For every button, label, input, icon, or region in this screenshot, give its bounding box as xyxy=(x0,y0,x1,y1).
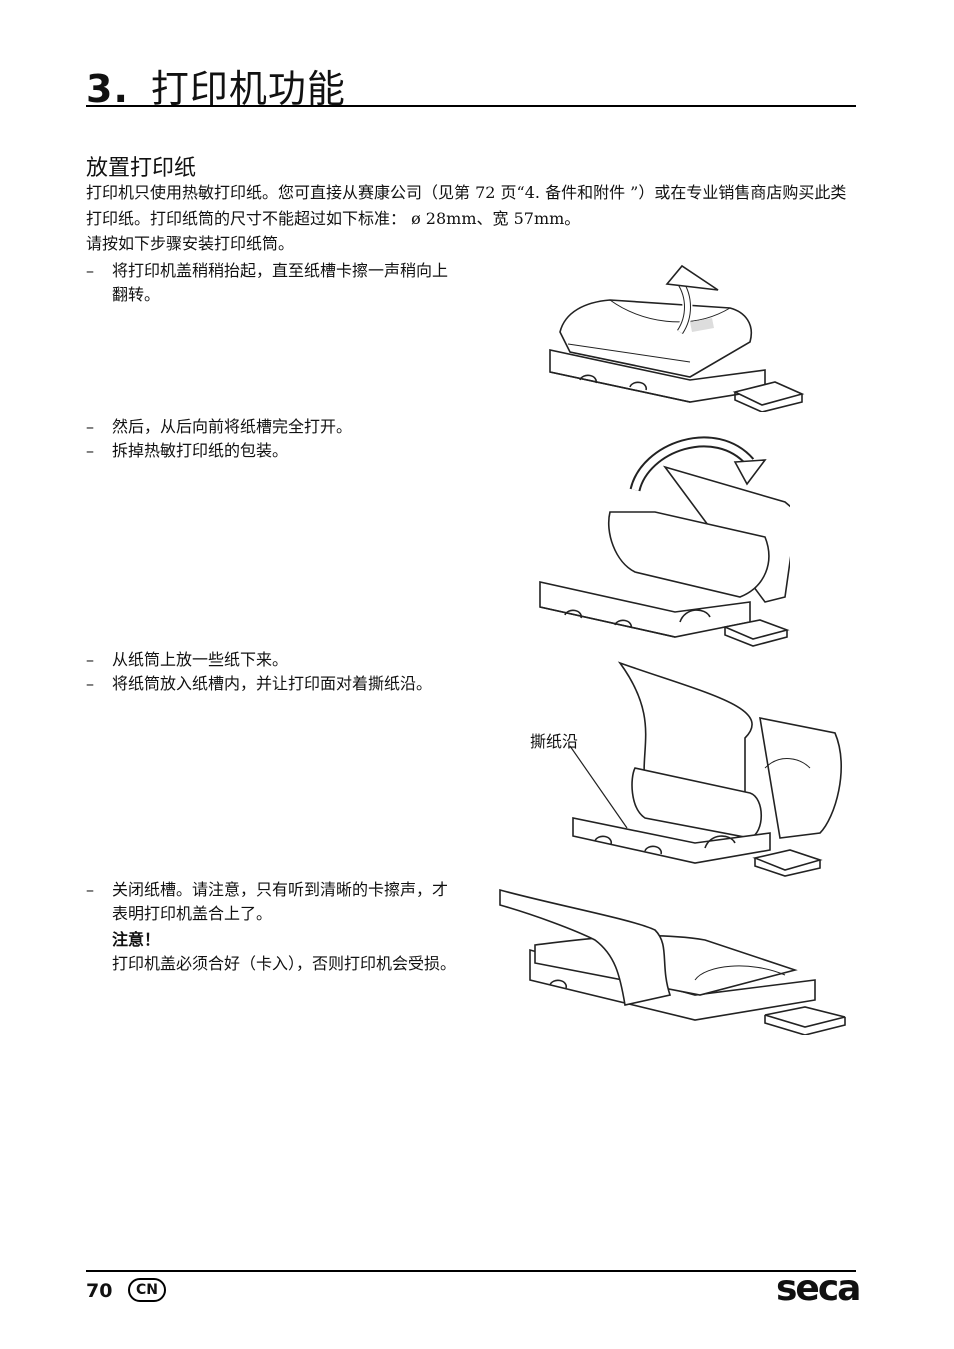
step-item: –关闭纸槽。请注意，只有听到清晰的卡擦声，才表明打印机盖合上了。 xyxy=(86,880,449,923)
intro-text: 打印机只使用热敏打印纸。您可直接从赛康公司（见第 72 页“4. 备件和附件 ”… xyxy=(86,180,861,257)
step-group-2: –然后，从后向前将纸槽完全打开。 –拆掉热敏打印纸的包装。 xyxy=(86,415,458,462)
chapter-heading: 3. 打印机功能 xyxy=(86,58,346,113)
chapter-title: 打印机功能 xyxy=(150,67,346,111)
step-group-3: –从纸筒上放一些纸下来。 –将纸筒放入纸槽内，并让打印面对着撕纸沿。 xyxy=(86,648,458,695)
printer-insert-roll-illustration xyxy=(565,658,850,883)
page-number: 70 xyxy=(86,1280,113,1302)
step-item: –将纸筒放入纸槽内，并让打印面对着撕纸沿。 xyxy=(86,673,433,693)
seca-logo: seca xyxy=(776,1268,861,1309)
intro-paragraph: 打印机只使用热敏打印纸。您可直接从赛康公司（见第 72 页“4. 备件和附件 ”… xyxy=(86,183,847,228)
footer-rule xyxy=(86,1270,856,1272)
printer-close-illustration xyxy=(495,885,850,1035)
printer-open-tray-illustration xyxy=(535,422,790,652)
step-item: –从纸筒上放一些纸下来。 xyxy=(86,650,289,669)
step-item: –拆掉热敏打印纸的包装。 xyxy=(86,440,289,460)
step-item: –将打印机盖稍稍抬起，直至纸槽卡擦一声稍向上翻转。 xyxy=(86,261,449,304)
header-rule xyxy=(86,105,856,107)
printer-lid-lift-illustration xyxy=(540,262,805,412)
language-badge: CN xyxy=(128,1278,166,1302)
intro-paragraph: 请按如下步骤安装打印纸筒。 xyxy=(86,234,295,253)
step-group-1: –将打印机盖稍稍抬起，直至纸槽卡擦一声稍向上翻转。 xyxy=(86,259,458,306)
chapter-number: 3. xyxy=(86,67,129,111)
tear-edge-label: 撕纸沿 xyxy=(530,732,579,751)
section-title: 放置打印纸 xyxy=(86,156,197,181)
note-body: 打印机盖必须合好（卡入），否则打印机会受损。 xyxy=(112,953,457,973)
step-item: –然后，从后向前将纸槽完全打开。 xyxy=(86,417,353,436)
note-heading: 注意！ xyxy=(112,930,161,949)
step-group-4: –关闭纸槽。请注意，只有听到清晰的卡擦声，才表明打印机盖合上了。 注意！ 打印机… xyxy=(86,878,458,975)
